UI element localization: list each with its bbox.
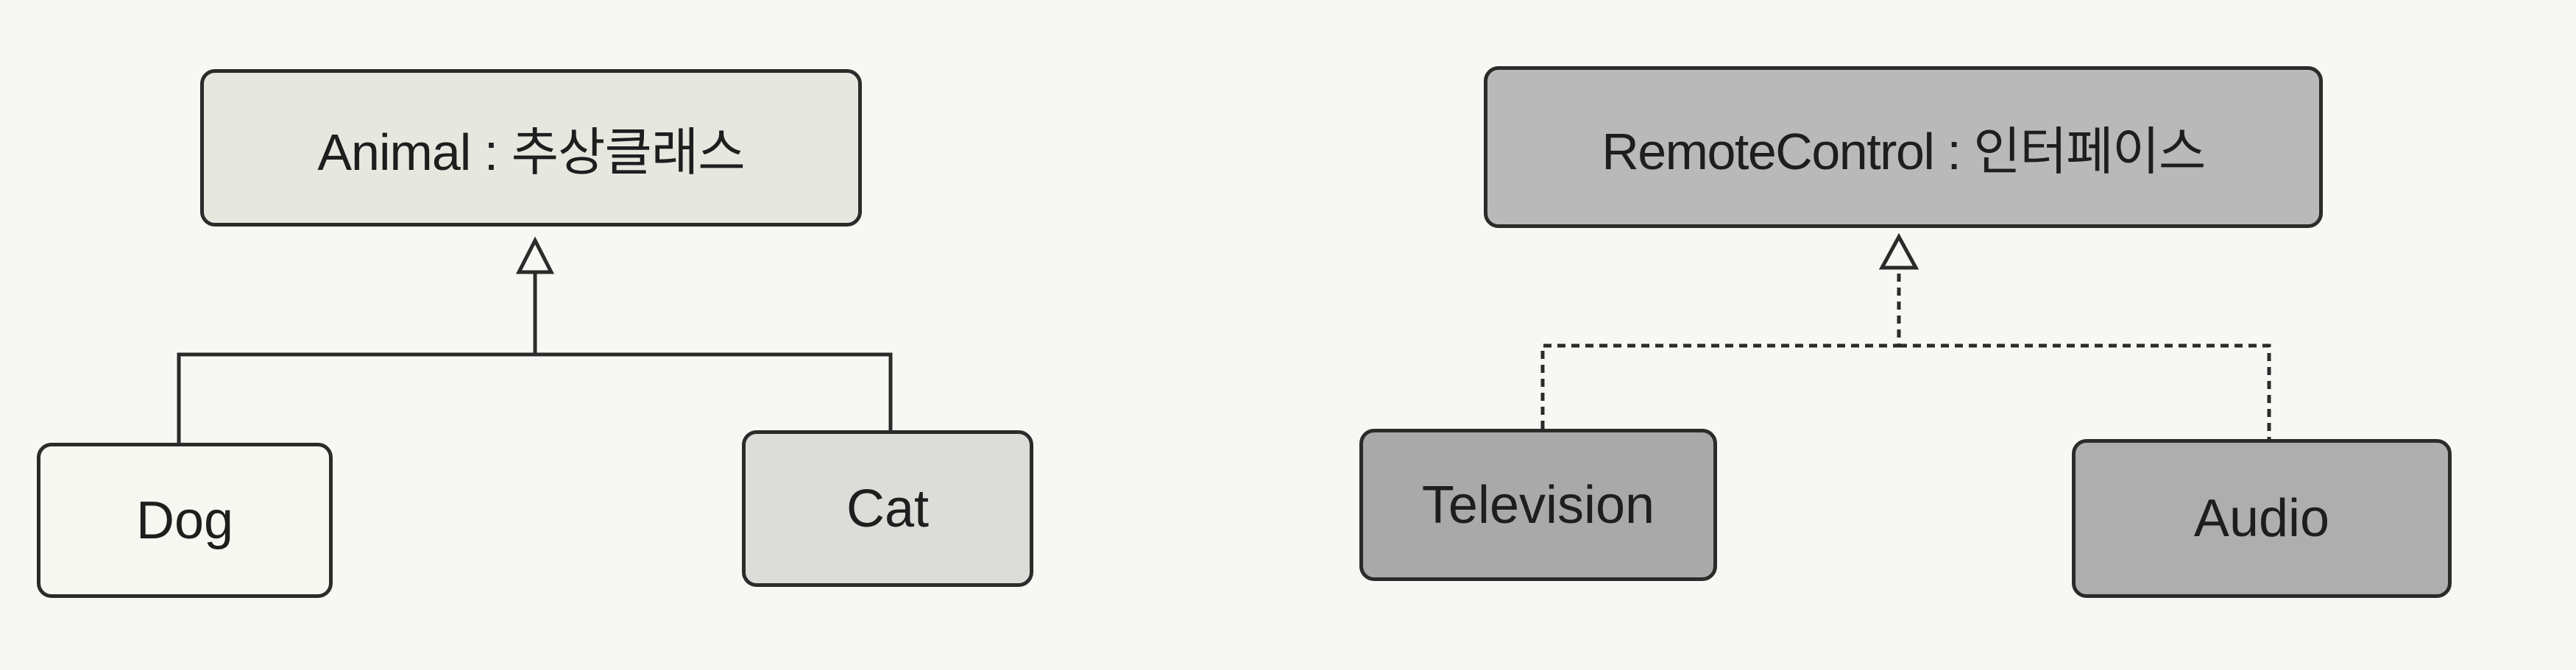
inheritance-connector (177, 236, 893, 443)
animal-abstract-class-box: Animal : 추상클래스 (200, 69, 862, 227)
realization-line-audio (1899, 343, 2271, 439)
inheritance-arrowhead (515, 236, 555, 274)
remote-control-interface-box: RemoteControl : 인터페이스 (1484, 66, 2323, 228)
television-class-label: Television (1421, 475, 1655, 535)
realization-line-tv (1540, 272, 1901, 429)
animal-abstract-class-label: Animal : 추상클래스 (317, 123, 745, 181)
dog-class-box: Dog (37, 443, 333, 598)
audio-class-label: Audio (2193, 489, 2330, 548)
audio-class-box: Audio (2072, 439, 2452, 598)
inheritance-line-cat (535, 352, 893, 430)
cat-class-label: Cat (846, 479, 930, 538)
cat-class-box: Cat (742, 430, 1033, 587)
remote-control-interface-label: RemoteControl : 인터페이스 (1602, 122, 2206, 180)
dog-class-label: Dog (135, 491, 234, 550)
television-class-box: Television (1359, 429, 1717, 581)
inheritance-line-dog (177, 274, 537, 443)
realization-arrowhead (1878, 232, 1919, 270)
realization-connector (1540, 232, 2271, 439)
